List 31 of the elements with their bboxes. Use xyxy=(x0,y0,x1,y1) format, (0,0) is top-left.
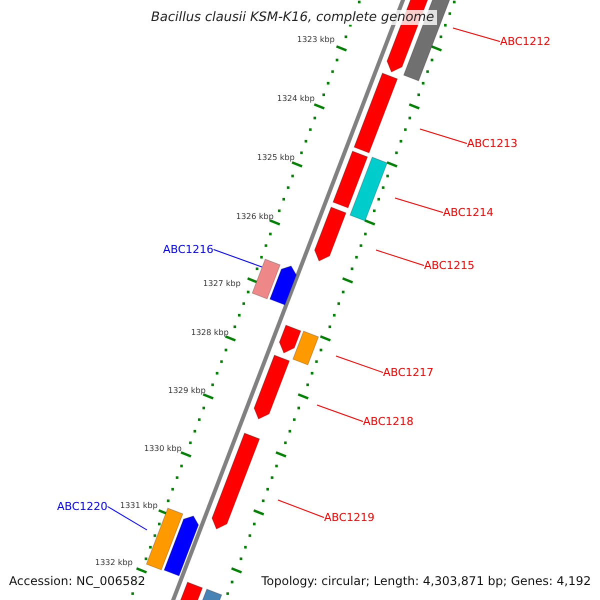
scale-label: 1331 kbp xyxy=(120,502,158,510)
gene-label: ABC1219 xyxy=(324,512,375,523)
gene-label: ABC1212 xyxy=(500,36,551,47)
title: Bacillus clausii KSM-K16, complete genome xyxy=(148,10,438,25)
scale-label: 1326 kbp xyxy=(236,213,274,221)
leader-line xyxy=(452,28,500,42)
genome-info-text: Topology: circular; Length: 4,303,871 bp; Genes: 4,192 xyxy=(261,575,591,587)
leader-line xyxy=(376,250,424,266)
scale-label: 1329 kbp xyxy=(168,387,206,395)
accession-text: Accession: NC_006582 xyxy=(9,575,146,587)
scale-label: 1325 kbp xyxy=(257,154,295,162)
gene-label: ABC1217 xyxy=(383,367,434,378)
scale-label: 1332 kbp xyxy=(95,559,133,567)
leader-line xyxy=(316,404,364,422)
scale-label: 1327 kbp xyxy=(203,280,241,288)
gene-label: ABC1216 xyxy=(163,244,214,255)
leader-line xyxy=(278,500,324,518)
gene-label: ABC1220 xyxy=(57,501,108,512)
leader-line xyxy=(394,198,444,213)
leader-line xyxy=(336,356,384,373)
leader-line xyxy=(107,506,148,530)
gene-label: ABC1213 xyxy=(467,138,518,149)
scale-label: 1324 kbp xyxy=(277,95,315,103)
gene-label: ABC1215 xyxy=(424,260,475,271)
scale-label: 1330 kbp xyxy=(144,445,182,453)
leader-line xyxy=(420,128,468,144)
gene-label: ABC1214 xyxy=(443,207,494,218)
leader-line xyxy=(213,249,262,268)
gene-label: ABC1218 xyxy=(363,416,414,427)
scale-label: 1328 kbp xyxy=(191,329,229,337)
scale-label: 1323 kbp xyxy=(297,36,335,44)
